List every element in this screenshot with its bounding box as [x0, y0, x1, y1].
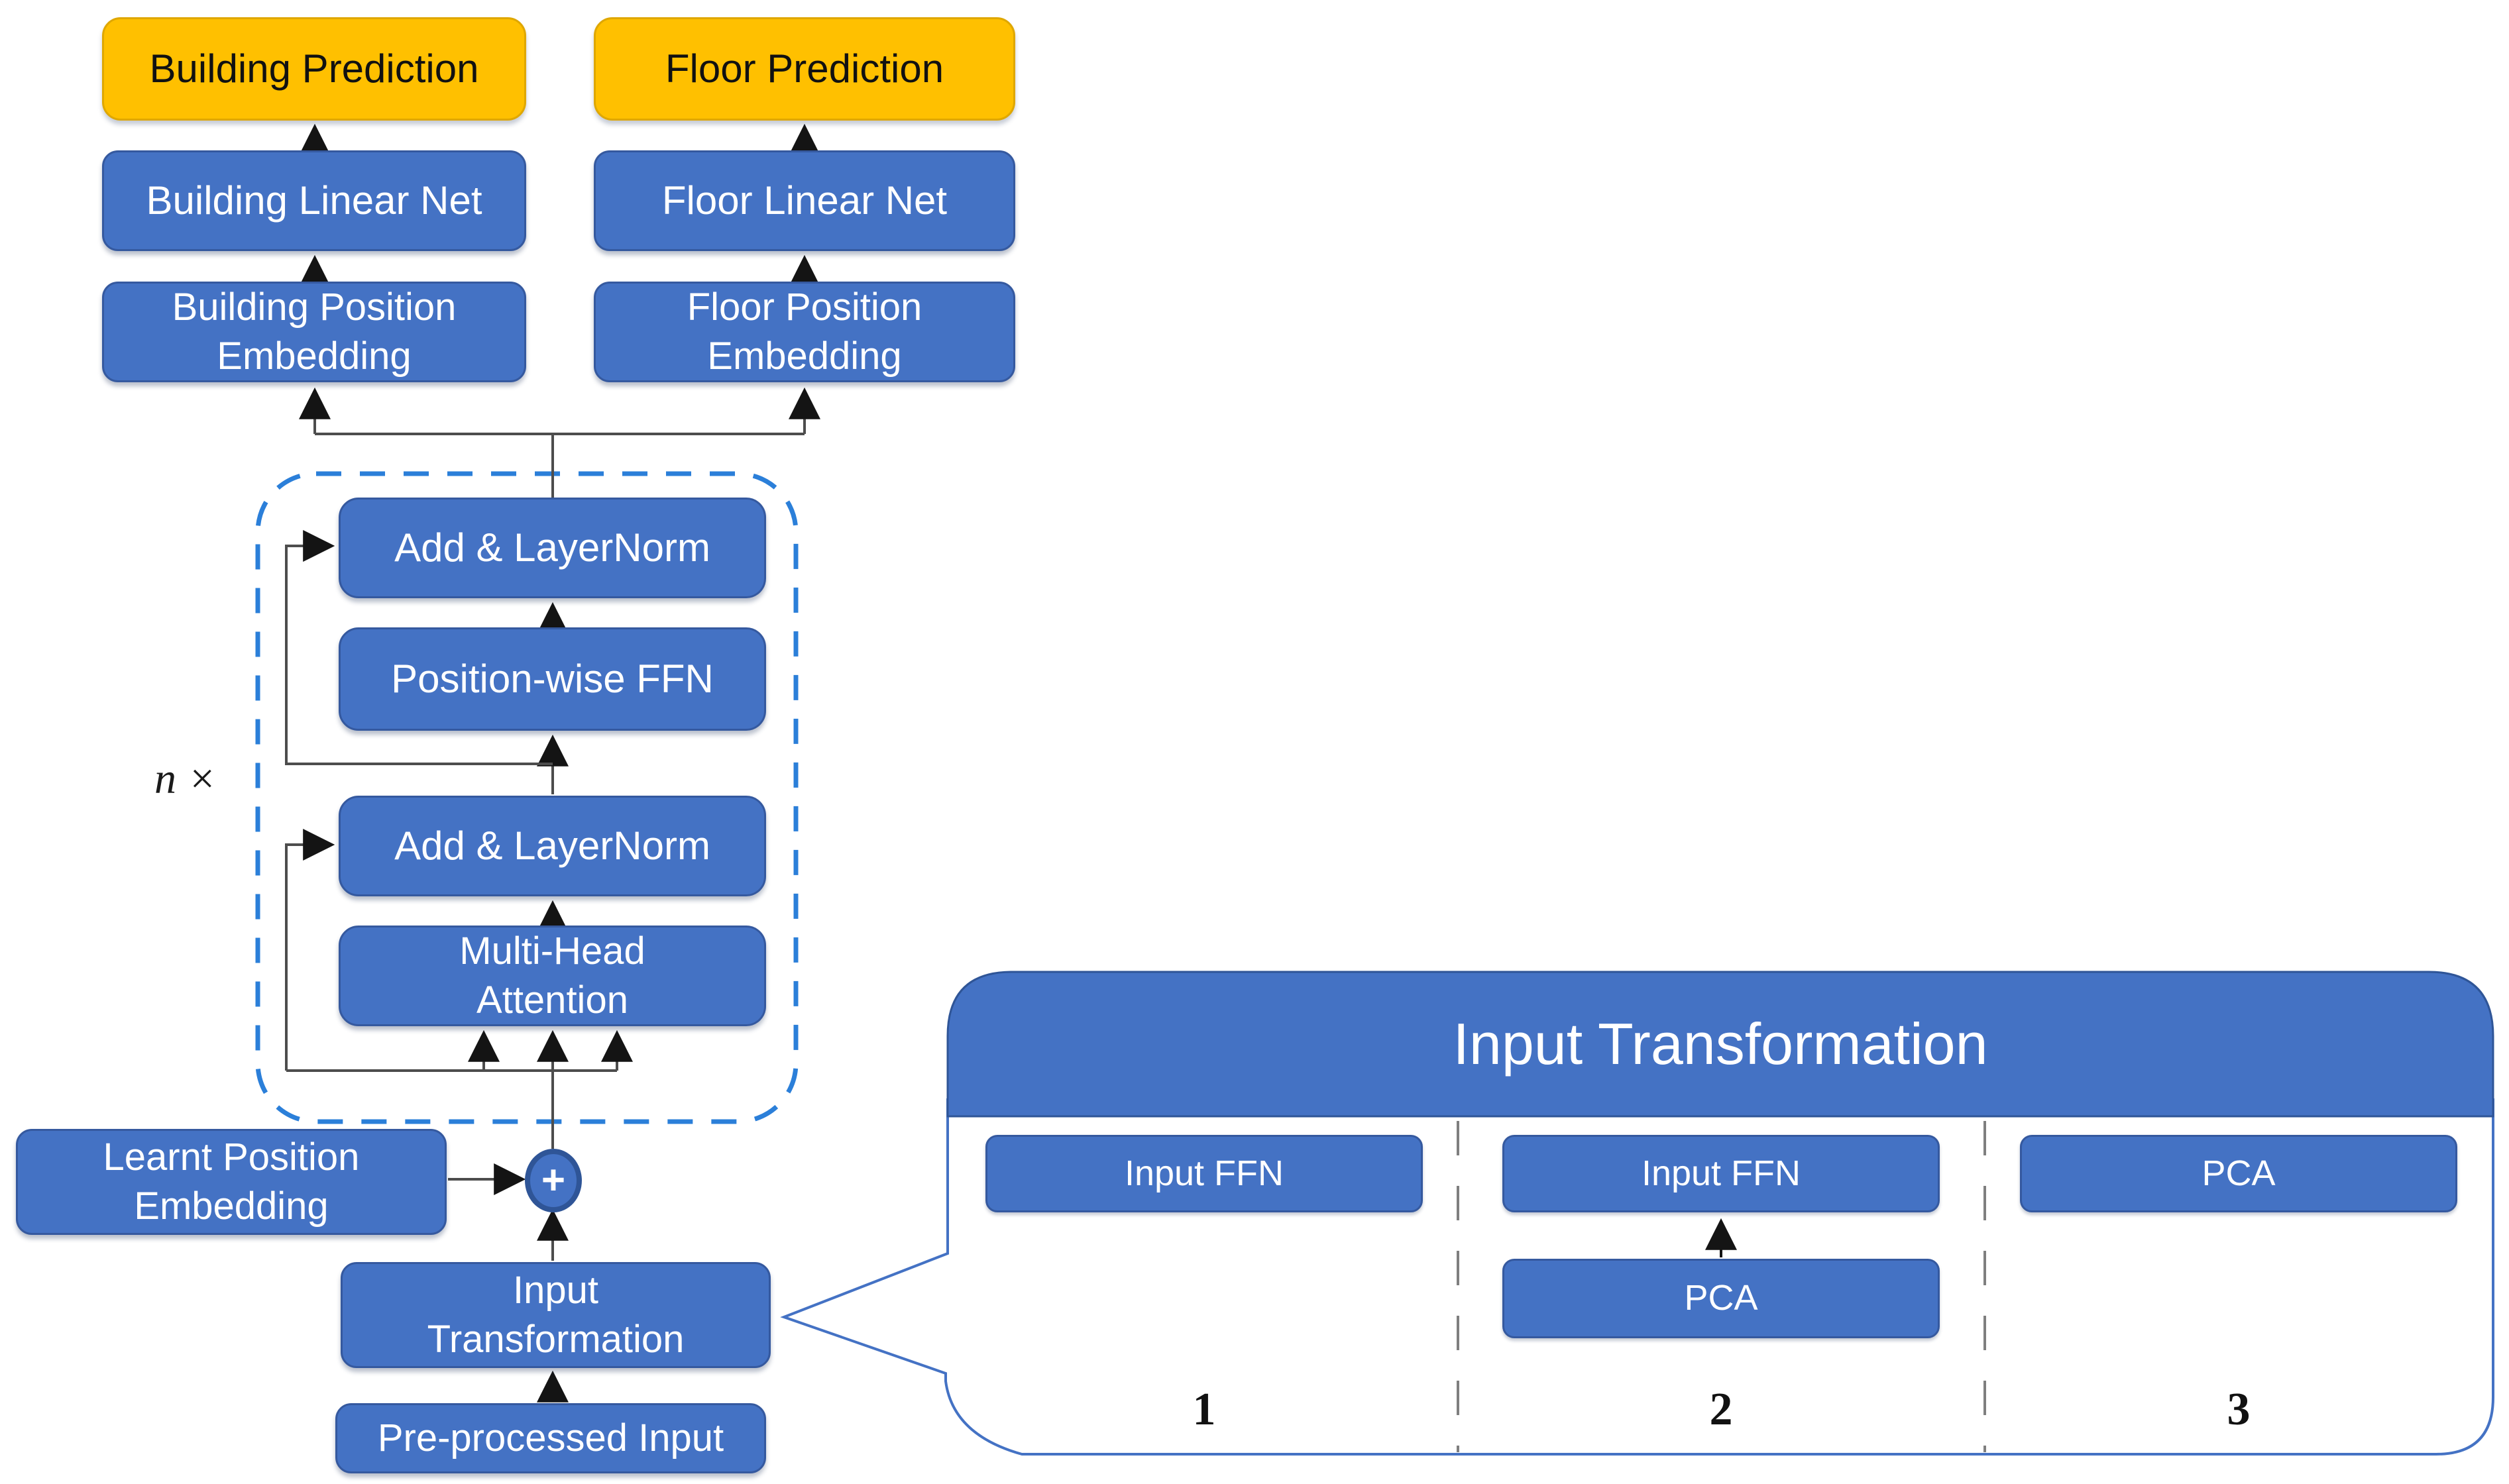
- building-prediction-box: Building Prediction: [102, 17, 526, 121]
- callout-title: Input Transformation: [1453, 1011, 1988, 1077]
- callout-option3-number: 3: [2227, 1384, 2251, 1435]
- encoder-repeat-label: n ×: [154, 755, 217, 803]
- building-position-embedding-box: Building Position Embedding: [102, 282, 526, 382]
- add-layernorm-bottom-box: Add & LayerNorm: [339, 796, 766, 896]
- floor-position-embedding-box: Floor Position Embedding: [594, 282, 1015, 382]
- building-linear-net-box: Building Linear Net: [102, 150, 526, 251]
- pre-processed-input-box: Pre-processed Input: [335, 1403, 766, 1473]
- floor-linear-net-box: Floor Linear Net: [594, 150, 1015, 251]
- input-transformation-box: Input Transformation: [341, 1262, 771, 1368]
- callout-option2-input-ffn-box: Input FFN: [1502, 1135, 1940, 1212]
- callout-option2-pca-box: PCA: [1502, 1259, 1940, 1338]
- callout-header-band: [946, 971, 2494, 1118]
- callout-option3-pca-box: PCA: [2020, 1135, 2457, 1212]
- floor-prediction-box: Floor Prediction: [594, 17, 1015, 121]
- callout-option1-number: 1: [1192, 1384, 1216, 1435]
- multi-head-attention-box: Multi-Head Attention: [339, 926, 766, 1026]
- add-layernorm-top-box: Add & LayerNorm: [339, 498, 766, 598]
- callout-option2-number: 2: [1709, 1384, 1733, 1435]
- position-wise-ffn-box: Position-wise FFN: [339, 627, 766, 731]
- learnt-position-embedding-box: Learnt Position Embedding: [16, 1129, 447, 1235]
- callout-option1-input-ffn-box: Input FFN: [985, 1135, 1423, 1212]
- add-operator-circle: +: [525, 1149, 582, 1212]
